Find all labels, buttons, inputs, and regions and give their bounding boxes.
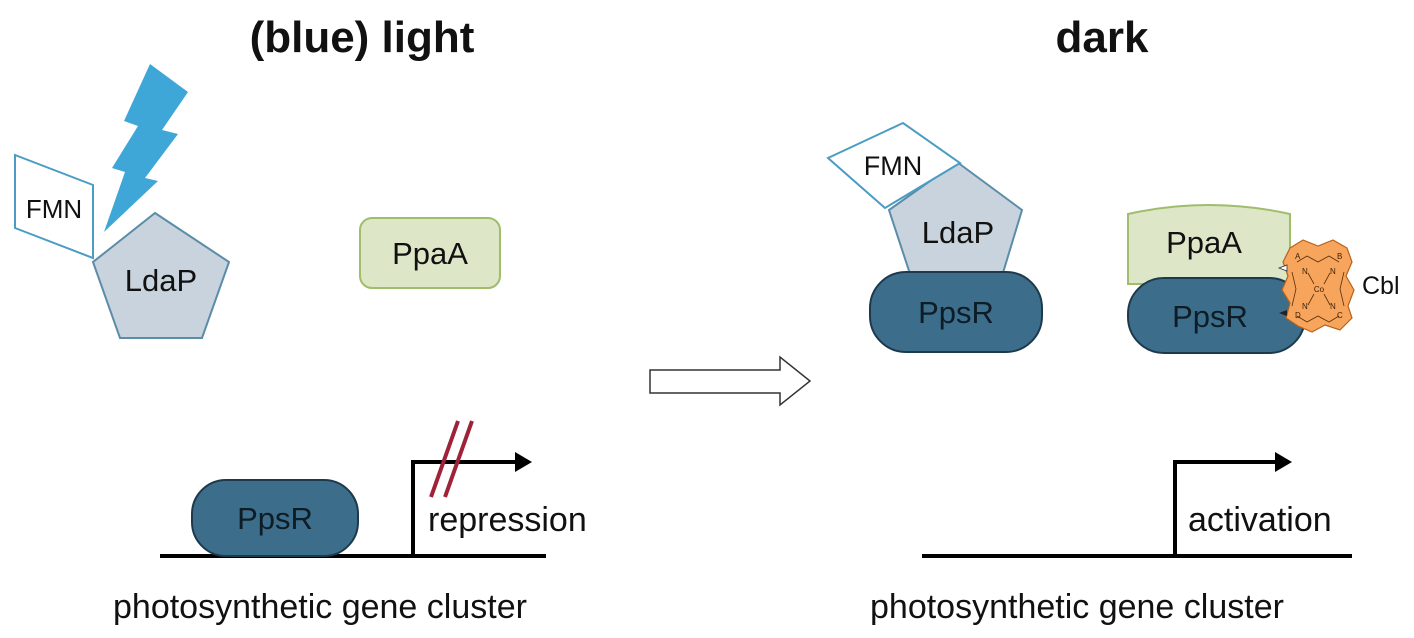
ppsr-label: PpsR	[237, 501, 313, 536]
promoter-arrowhead	[1275, 452, 1292, 472]
fmn-label: FMN	[864, 151, 922, 181]
dark-panel: dark LdaP FMN PpsR PpaA PpsR	[826, 13, 1400, 626]
promoter-arrowhead	[515, 452, 532, 472]
promoter-effect-label: activation	[1188, 501, 1332, 539]
ppaa-shape	[359, 217, 501, 289]
cbl-nitrogen: N	[1302, 267, 1308, 276]
ppaa-shape	[1127, 204, 1291, 285]
ldap-label: LdaP	[125, 263, 197, 298]
promoter-arrow-path	[1173, 460, 1278, 556]
ldap-label: LdaP	[922, 215, 994, 250]
cbl-wedge-mark	[1277, 264, 1288, 272]
cbl-nitrogen: N	[1330, 302, 1336, 311]
gene-cluster-caption: photosynthetic gene cluster	[870, 588, 1284, 626]
ldap-shape	[91, 211, 231, 339]
light-panel-title: (blue) light	[250, 13, 475, 62]
ppaa-label: PpaA	[1166, 225, 1242, 260]
fmn-cofactor-dark: FMN	[826, 121, 962, 210]
cbl-wedge-mark	[1279, 310, 1287, 316]
ppsr-label: PpsR	[918, 295, 994, 330]
lightning-bolt-icon	[104, 64, 188, 232]
cbl-ring-b: B	[1337, 252, 1342, 261]
dark-panel-title: dark	[1056, 13, 1149, 62]
slash-mark	[429, 420, 460, 498]
cbl-shape	[1281, 239, 1355, 333]
light-panel: (blue) light FMN LdaP PpaA PpsR	[14, 13, 587, 626]
ppsr-shape	[191, 479, 359, 557]
cbl-label: Cbl	[1362, 272, 1400, 300]
fmn-cofactor-light: FMN	[14, 153, 94, 260]
ppsr-protein-dark-ldap: PpsR	[869, 271, 1043, 353]
fmn-shape	[14, 153, 94, 260]
slash-mark	[443, 420, 474, 498]
cbl-ring-a: A	[1295, 252, 1301, 261]
gene-cluster-caption: photosynthetic gene cluster	[113, 588, 527, 626]
ppaa-protein-dark: PpaA	[1127, 204, 1291, 285]
ldap-protein-light: LdaP	[91, 211, 231, 339]
promoter-arrow-light	[411, 452, 532, 556]
fmn-shape	[826, 121, 962, 210]
promoter-arrow-dark	[1173, 452, 1292, 556]
cbl-ring-c: C	[1337, 311, 1343, 320]
cbl-cobalt-core: Co	[1314, 285, 1325, 294]
cobalamin-molecule: A B D C N N N N Co	[1277, 239, 1355, 333]
ppaa-label: PpaA	[392, 236, 468, 271]
promoter-effect-label: repression	[428, 501, 587, 539]
right-arrow-icon	[649, 355, 812, 407]
ppsr-shape	[869, 271, 1043, 353]
ppsr-label: PpsR	[1172, 299, 1248, 334]
cbl-nitrogen: N	[1302, 302, 1308, 311]
cbl-ring-d: D	[1295, 311, 1301, 320]
promoter-arrow-path	[411, 460, 518, 556]
fmn-label: FMN	[26, 194, 82, 224]
ppaa-protein-light: PpaA	[359, 217, 501, 289]
cbl-bonds	[1291, 255, 1345, 323]
repression-slash-marks	[429, 420, 474, 498]
ppsr-protein-light: PpsR	[191, 479, 359, 557]
ppsr-protein-dark-ppaa: PpsR	[1127, 277, 1306, 354]
cbl-nitrogen: N	[1330, 267, 1336, 276]
